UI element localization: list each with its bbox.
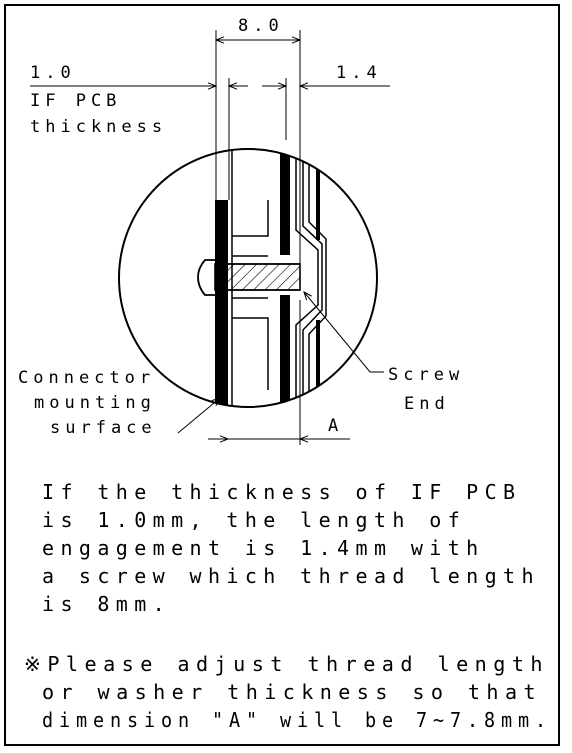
pcb-plate [215,200,228,407]
dim-pcb-thickness: 1.0 [30,63,76,83]
caution-line2: or washer thickness so that [42,680,542,704]
label-screw-line2: End [404,394,450,414]
detail-circle [118,148,378,408]
label-connector-line3: surface [50,418,157,438]
note-line2: is 1.0mm, the length of [42,508,466,532]
dim-engagement: 1.4 [336,63,382,83]
dim-thread-length: 8.0 [238,16,284,36]
label-pcb-line2: thickness [30,117,167,137]
screw-head [197,259,215,296]
note-line1: If the thickness of IF PCB [42,480,521,504]
label-connector-line2: mounting [34,393,156,413]
note-line5: is 8mm. [42,592,171,616]
screw-shank [214,263,301,291]
dim-a: A [328,416,343,436]
detail-contents [197,149,327,407]
note-line3: engagement is 1.4mm with [42,536,485,560]
label-connector-line1: Connector [18,368,155,388]
caution-line1: ※Please adjust thread length [24,652,549,676]
caution-line3: dimension "A" will be 7~7.8mm. [42,708,552,732]
label-screw-line1: Screw [388,365,464,385]
note-line4: a screw which thread length [42,564,540,588]
label-pcb-line1: IF PCB [30,91,121,111]
bracket-plate [280,149,290,255]
